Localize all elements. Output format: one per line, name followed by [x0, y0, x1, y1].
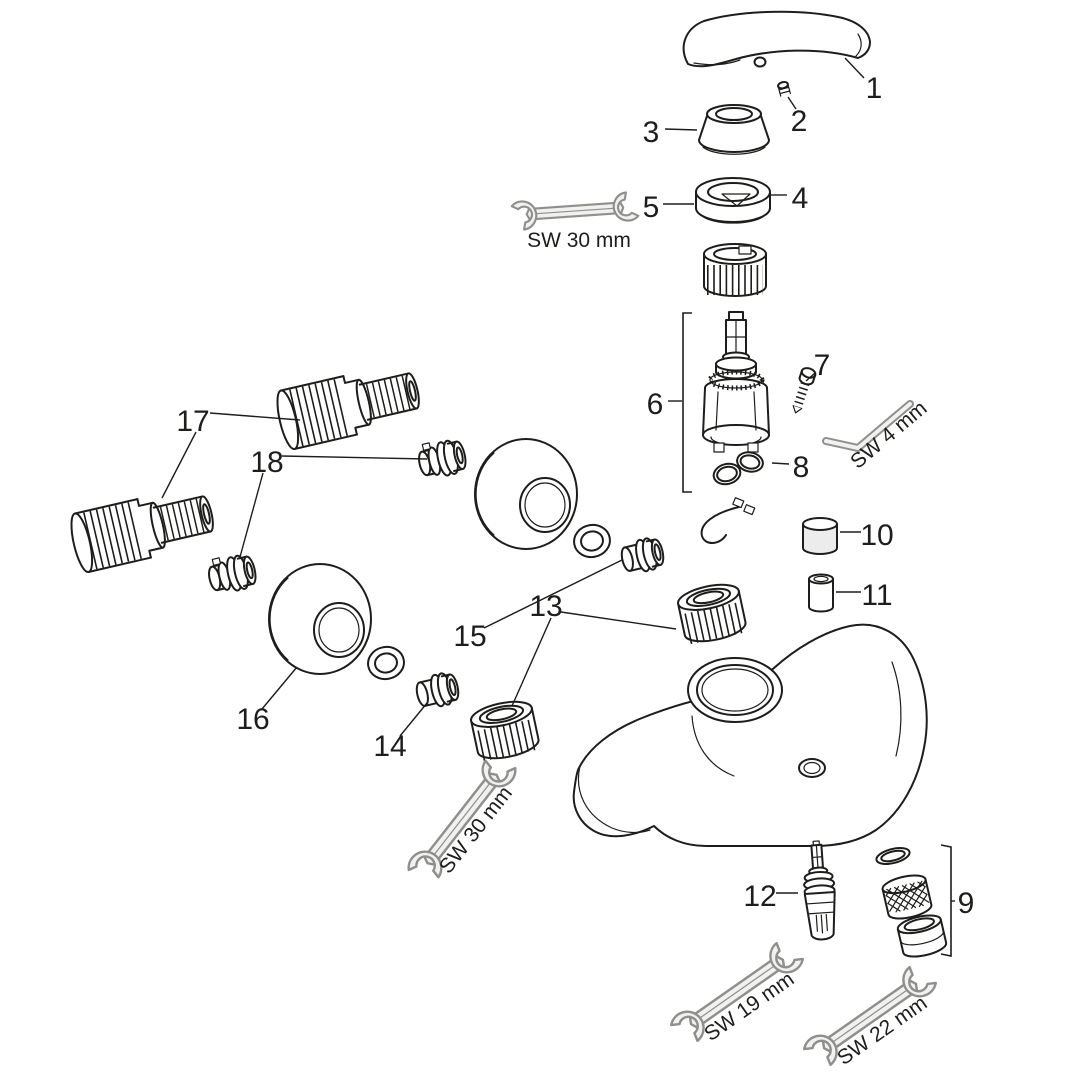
- part-9-aerator-assembly: [875, 847, 948, 958]
- part-17-s-connector-upper: [273, 361, 424, 451]
- part-label-7: 7: [814, 349, 831, 382]
- tool-label-sw4: SW 4 mm: [846, 397, 931, 474]
- part-6-cartridge: [702, 311, 770, 453]
- part-label-3: 3: [643, 116, 660, 149]
- part-7-screw: [792, 367, 817, 414]
- part-label-8: 8: [793, 451, 810, 484]
- leader-lines: [161, 57, 955, 902]
- part-label-1: 1: [866, 72, 883, 105]
- part-18-adapter-lower: [204, 549, 260, 598]
- part-16-escutcheon-upper: [474, 438, 578, 550]
- wrench-sw30-middle: [401, 749, 524, 890]
- aerator-sleeve: [896, 914, 948, 958]
- part-14-fitting: [412, 669, 463, 712]
- part-label-16: 16: [236, 703, 269, 736]
- part-label-2: 2: [791, 105, 808, 138]
- part-label-18: 18: [250, 446, 283, 479]
- part-label-14: 14: [373, 730, 406, 763]
- part-label-13: 13: [529, 590, 562, 623]
- part-4-trim-ring: [695, 177, 771, 207]
- part-15-fitting: [617, 534, 668, 577]
- part-1-handle-lever: [682, 10, 871, 68]
- part-label-6: 6: [647, 388, 664, 421]
- seal-ring-upper: [570, 521, 614, 561]
- faucet-body: [572, 623, 928, 847]
- part-label-4: 4: [792, 182, 809, 215]
- body-spray-hole: [798, 758, 826, 778]
- aerator-mesh: [881, 874, 933, 920]
- part-label-9: 9: [958, 887, 975, 920]
- part-10-cap: [802, 517, 838, 555]
- allen-key-sw4: [822, 400, 914, 452]
- part-label-15: 15: [453, 620, 486, 653]
- part-3-handle-sleeve: [698, 104, 770, 155]
- part-13-union-nut-bottom: [469, 697, 541, 763]
- part-8-o-ring-set: [712, 451, 764, 486]
- part-13-union-nut-top: [676, 580, 748, 646]
- tool-label-sw30-top: SW 30 mm: [527, 229, 631, 252]
- cartridge-retaining-nut: [703, 243, 767, 297]
- part-5-threaded-ring: [695, 191, 771, 224]
- body-top-opening: [687, 657, 783, 723]
- part-label-11: 11: [861, 579, 892, 612]
- part-16-escutcheon-lower: [268, 563, 372, 675]
- retaining-clip: [700, 497, 756, 544]
- part-label-5: 5: [643, 191, 660, 224]
- part-2-grub-screw: [777, 80, 791, 97]
- part-17-s-connector-lower: [67, 484, 218, 574]
- part-12-check-valve: [803, 840, 836, 941]
- wrench-sw30-top: [511, 189, 640, 233]
- part-label-17: 17: [176, 405, 209, 438]
- part-11-sleeve: [808, 573, 834, 613]
- part-label-10: 10: [860, 519, 893, 552]
- bracket-part-6: [682, 312, 692, 493]
- part-label-12: 12: [743, 880, 776, 913]
- seal-ring-lower: [364, 643, 408, 683]
